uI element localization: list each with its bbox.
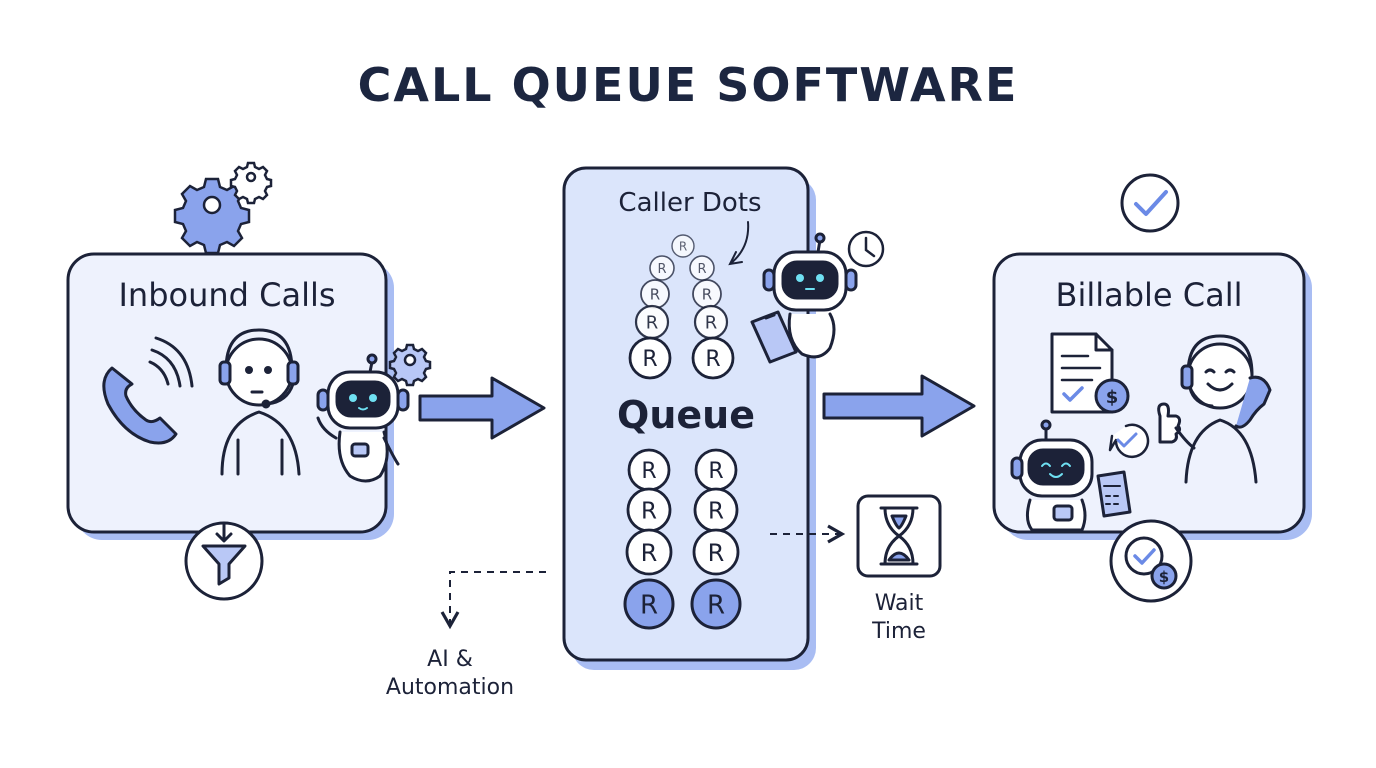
- caller-dot: [625, 528, 673, 576]
- ai-automation-line-2: Automation: [385, 675, 515, 700]
- billing-check-badge-icon: $: [1109, 519, 1193, 603]
- wait-time-label: Wait Time: [844, 590, 954, 646]
- caller-dot-letter: R: [640, 591, 658, 621]
- inbound-calls-label: Inbound Calls: [118, 276, 336, 314]
- flow-arrow-to-queue: [418, 376, 546, 440]
- caller-dot: [649, 255, 675, 281]
- caller-dot-letter: R: [708, 539, 725, 567]
- ai-automation-connector: [440, 571, 546, 630]
- flow-arrow-to-billable: [822, 374, 976, 438]
- caller-dot-letter: R: [657, 262, 666, 277]
- robot-icon: [316, 353, 410, 483]
- billable-call-label: Billable Call: [1055, 276, 1243, 314]
- caller-dot-letter: R: [705, 312, 718, 333]
- ai-automation-label: AI & Automation: [370, 646, 530, 702]
- page-title: CALL QUEUE SOFTWARE: [357, 58, 1019, 112]
- caller-dot-letter: R: [697, 262, 706, 277]
- inbound-calls-panel: [66, 252, 394, 540]
- caller-dot-letter: R: [702, 286, 712, 304]
- agent-headset-icon: [218, 328, 301, 476]
- svg-text:$: $: [1106, 387, 1119, 408]
- caller-dot-letter: R: [641, 498, 657, 524]
- caller-dot: [623, 578, 675, 630]
- happy-agent-icon: [1157, 334, 1272, 484]
- caller-dots-pointer: [728, 221, 750, 266]
- check-badge-icon: [1120, 173, 1180, 233]
- clock-icon: [847, 230, 885, 268]
- caller-dot-letter: R: [642, 347, 657, 372]
- caller-dot: [671, 234, 695, 258]
- ai-automation-line-1: AI &: [427, 647, 473, 672]
- chat-check-icon: [1108, 423, 1150, 459]
- caller-dot-letter: R: [708, 459, 723, 484]
- svg-text:$: $: [1159, 568, 1169, 586]
- small-gear-icon: [388, 343, 432, 387]
- wait-time-line-1: Wait: [874, 591, 924, 616]
- caller-dots-label: Caller Dots: [618, 188, 762, 218]
- caller-dot-letter: R: [641, 539, 658, 567]
- caller-dot-letter: R: [707, 591, 725, 621]
- queue-label: Queue: [617, 393, 755, 437]
- phone-icon: [102, 336, 194, 445]
- wait-time-line-2: Time: [872, 619, 926, 644]
- caller-dot-letter: R: [646, 312, 659, 333]
- caller-dot-letter: R: [679, 239, 687, 253]
- hourglass-icon: [856, 494, 942, 578]
- robot-calculator-icon: [1010, 419, 1132, 532]
- caller-dot: [628, 336, 672, 380]
- caller-dot-letter: R: [708, 498, 724, 524]
- gears-icon: [173, 161, 273, 255]
- caller-dot-letter: R: [705, 347, 720, 372]
- caller-dot: [692, 528, 740, 576]
- caller-dot-letter: R: [650, 286, 660, 304]
- robot-clipboard-icon: [750, 232, 858, 364]
- funnel-filter-icon: [184, 521, 264, 601]
- caller-dot: [691, 336, 735, 380]
- invoice-document-icon: $: [1050, 332, 1130, 414]
- caller-dot-letter: R: [641, 459, 656, 484]
- caller-dot: [690, 578, 742, 630]
